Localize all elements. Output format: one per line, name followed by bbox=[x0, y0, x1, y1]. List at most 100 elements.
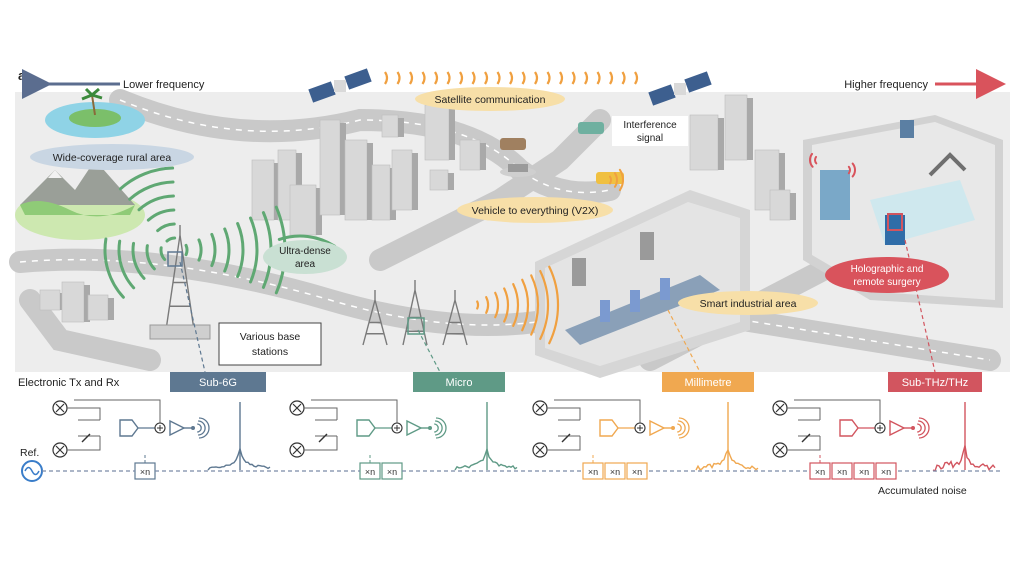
signal-arc bbox=[618, 168, 624, 192]
building bbox=[251, 159, 275, 221]
building-shade bbox=[274, 163, 280, 220]
satellite-wave bbox=[421, 71, 426, 85]
building bbox=[381, 114, 399, 138]
building-shade bbox=[316, 188, 322, 235]
cell-tower bbox=[442, 290, 468, 346]
signal-arc bbox=[210, 232, 217, 268]
phase-shifter-icon bbox=[81, 433, 91, 443]
satellite-wave bbox=[409, 71, 414, 85]
satellite-wave bbox=[509, 71, 514, 85]
signal-arc bbox=[156, 222, 176, 233]
amplifier-icon bbox=[169, 419, 186, 437]
multiplier-label: ×n bbox=[837, 467, 847, 477]
signal-arc bbox=[503, 287, 510, 323]
antenna-wave-icon bbox=[434, 423, 439, 433]
antenna-wave-icon bbox=[678, 420, 686, 436]
satellite-wave bbox=[396, 71, 401, 85]
building-shade bbox=[718, 118, 724, 170]
building-shade bbox=[779, 153, 785, 210]
industrial-label-bubble bbox=[678, 291, 818, 315]
satellite-label: Satellite communication bbox=[435, 94, 546, 106]
multiplier-label: ×n bbox=[588, 467, 598, 477]
building bbox=[371, 164, 391, 221]
satellite-right bbox=[648, 71, 712, 106]
building bbox=[459, 139, 481, 171]
antenna-wave-icon bbox=[918, 417, 930, 439]
signal-arc bbox=[165, 236, 177, 243]
multiplier-label: ×n bbox=[859, 467, 869, 477]
building bbox=[344, 139, 368, 221]
antenna-wave-icon bbox=[198, 420, 206, 436]
building bbox=[39, 289, 61, 311]
satellite-wave bbox=[484, 71, 489, 85]
amplifier-icon bbox=[649, 419, 666, 437]
rural-label-bubble bbox=[30, 144, 194, 170]
signal-arc bbox=[814, 155, 818, 165]
rural-mountains bbox=[15, 160, 145, 240]
satellite-label-bubble bbox=[415, 87, 565, 111]
band-label: Sub-THz/THz bbox=[902, 377, 969, 389]
multiplier-label: ×n bbox=[610, 467, 620, 477]
multiplier-block bbox=[875, 462, 897, 480]
building-shade bbox=[480, 143, 486, 170]
signal-arc bbox=[197, 238, 203, 262]
frequency-axis: a Lower frequency Higher frequency bbox=[18, 68, 1006, 99]
rural-island bbox=[45, 87, 145, 138]
building-shade bbox=[340, 123, 346, 215]
satellite-signal-waves bbox=[384, 71, 639, 85]
satellite-wave bbox=[471, 71, 476, 85]
phase-noise-spectrum bbox=[454, 446, 518, 471]
satellite-wave bbox=[446, 71, 451, 85]
building bbox=[724, 94, 748, 161]
signal-arc bbox=[118, 166, 175, 191]
satellite-left bbox=[308, 68, 372, 103]
signal-arc bbox=[146, 208, 176, 222]
signal-arc bbox=[223, 227, 231, 273]
building bbox=[769, 189, 791, 221]
base-stations-label-line1: Various base bbox=[240, 331, 301, 343]
satellite-wave bbox=[459, 71, 464, 85]
reference-oscillator: Ref. bbox=[20, 447, 43, 482]
city-buildings bbox=[39, 94, 796, 323]
ultra-dense-label-line2: area bbox=[295, 259, 315, 270]
reference-label: Ref. bbox=[20, 447, 39, 459]
antenna-wave-icon bbox=[435, 417, 447, 439]
band-connectors bbox=[179, 239, 936, 373]
antenna-wave-icon bbox=[197, 423, 202, 433]
signal-arc bbox=[485, 296, 490, 314]
signal-arc bbox=[548, 265, 560, 345]
amplifier-icon bbox=[406, 419, 423, 437]
tower-base bbox=[149, 324, 211, 340]
antenna-wave-icon bbox=[677, 423, 682, 433]
signal-arc bbox=[145, 244, 156, 271]
signal-arc bbox=[608, 175, 612, 185]
antenna-wave-icon bbox=[918, 420, 926, 436]
signal-arc bbox=[613, 172, 618, 188]
satellite-wave bbox=[546, 71, 551, 85]
building-shade bbox=[412, 153, 418, 210]
satellite-wave bbox=[384, 71, 389, 85]
multiplier-label: ×n bbox=[632, 467, 642, 477]
band-label: Millimetre bbox=[684, 377, 731, 389]
multiplier-label: ×n bbox=[387, 467, 397, 477]
multiplier-block bbox=[831, 462, 853, 480]
interference-label-line1: Interference bbox=[623, 120, 677, 131]
signal-arc bbox=[128, 180, 175, 201]
tower-highlight bbox=[407, 317, 425, 335]
band-3: Sub-THz/THz ×n ×n ×n ×n bbox=[772, 372, 996, 480]
multiplier-block bbox=[853, 462, 875, 480]
building bbox=[61, 281, 85, 323]
base-station-towers bbox=[149, 225, 468, 346]
band-label-box bbox=[413, 372, 505, 392]
signal-arc bbox=[539, 269, 550, 341]
multiplier-label: ×n bbox=[815, 467, 825, 477]
phase-shifter-icon bbox=[318, 433, 328, 443]
multiplier-label: ×n bbox=[881, 467, 891, 477]
base-stations-label-box bbox=[218, 322, 322, 366]
building bbox=[689, 114, 719, 171]
signal-arc bbox=[236, 222, 245, 278]
lower-frequency-label: Lower frequency bbox=[123, 79, 205, 91]
splitter-icon bbox=[599, 419, 619, 437]
satellite-wave bbox=[584, 71, 589, 85]
building bbox=[87, 294, 109, 321]
